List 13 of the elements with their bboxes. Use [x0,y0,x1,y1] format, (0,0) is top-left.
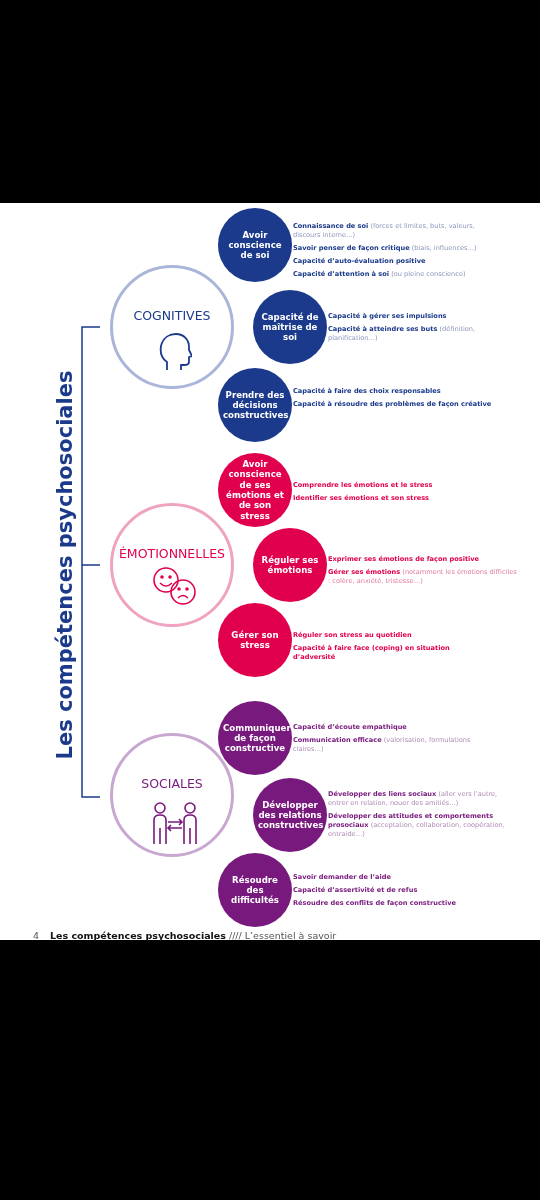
competence-title: Gérer son stress [230,629,280,651]
category-title: COGNITIVES [132,308,212,323]
category-title: SOCIALES [140,776,204,791]
competence-title: Avoir conscience de ses émotions et de son stress [225,459,285,521]
category-title: ÉMOTIONNELLES [117,546,226,561]
vertical-title: Les compétences psychosociales [52,369,78,762]
competence-title: Capacité de maîtrise de soi [260,311,320,343]
competence-title: Développer des relations constructives [258,799,322,831]
competence-title: Réguler ses émotions [260,554,320,576]
competence-title: Avoir conscience de soi [227,229,283,261]
competence-title: Prendre des décisions constructives [223,389,287,421]
competence-title: Résoudre des difficultés [230,874,280,906]
page-number: 4 [33,930,40,941]
